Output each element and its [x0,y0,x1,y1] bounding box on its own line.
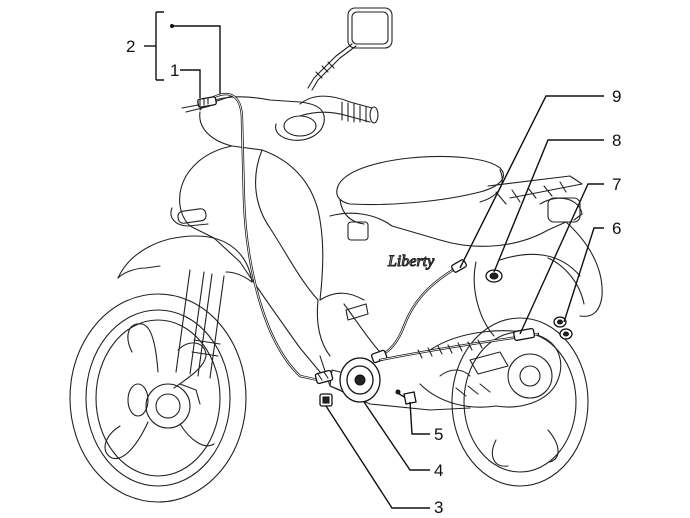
bolt-part-5 [395,389,417,405]
front-fork [175,269,225,379]
front-mudguard [117,235,253,283]
parts [197,92,573,407]
nut-part-6 [553,316,573,340]
front-wheel [69,293,247,503]
front-body [170,96,331,357]
horn-part-4 [329,357,381,403]
leader-lines [144,11,604,509]
body-panel: Liberty [319,212,567,353]
callout-9: 9 [612,87,621,106]
callout-1: 1 [170,61,179,80]
callout-2: 2 [126,37,135,56]
cable-part-2 [210,92,320,382]
cable-clamp [314,369,334,385]
clip-part-3 [319,393,333,407]
callout-6: 6 [612,219,621,238]
tank-logo: Liberty [387,253,435,270]
rear-mudguard [547,257,585,305]
callout-labels: 2 1 9 8 7 6 5 4 3 [126,37,621,517]
rear-carrier [487,175,583,205]
callout-5: 5 [434,425,443,444]
callout-3: 3 [434,498,443,517]
cable-part-7 [378,327,540,362]
callout-8: 8 [612,131,621,150]
rear-body [473,197,603,337]
grommet-part-8 [485,269,503,283]
cable-end-part-1 [197,96,217,108]
callout-7: 7 [612,175,621,194]
mirror [307,7,393,91]
scooter-illustration: Liberty [69,7,603,503]
callout-4: 4 [434,461,443,480]
